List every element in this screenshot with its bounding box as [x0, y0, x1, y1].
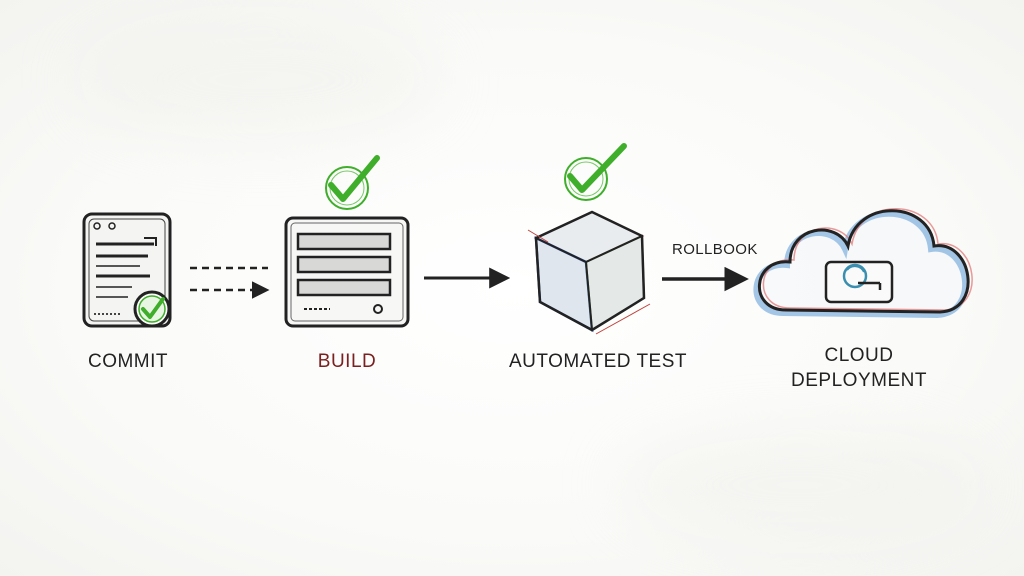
build-check-icon	[325, 155, 380, 210]
commit-check-badge-icon	[133, 290, 171, 328]
stage-label-cloud: CLOUD	[824, 345, 894, 366]
stage-label-automated-test: AUTOMATED TEST	[508, 351, 688, 372]
paper-shade	[620, 430, 980, 540]
connector-commit-build	[190, 266, 270, 299]
test-check-icon	[564, 143, 627, 201]
stage-label-build: BUILD	[317, 351, 377, 372]
build-server-icon	[284, 216, 410, 328]
paper-shade	[80, 20, 440, 140]
connector-label-rollbook: ROLLBOOK	[672, 241, 758, 258]
stage-label-commit: COMMIT	[87, 351, 169, 372]
stage-label-deployment: DEPLOYMENT	[791, 370, 927, 391]
test-cube-icon	[527, 210, 651, 335]
deploy-cloud-icon	[753, 208, 973, 319]
